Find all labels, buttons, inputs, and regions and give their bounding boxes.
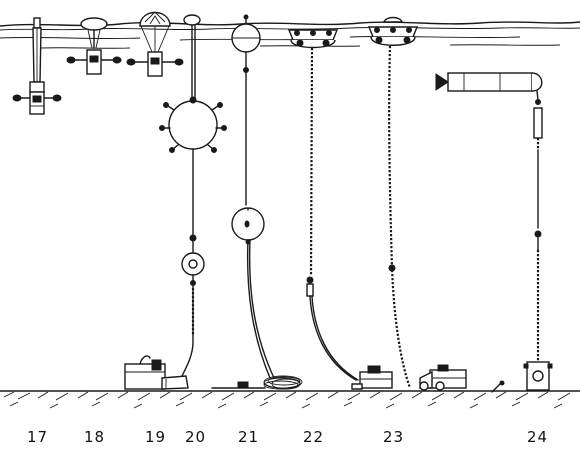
label-22: 22 xyxy=(303,428,325,446)
label-18: 18 xyxy=(84,428,106,446)
sea-floor xyxy=(0,390,580,409)
mine-18 xyxy=(66,17,122,75)
label-17: 17 xyxy=(27,428,49,446)
label-21: 21 xyxy=(238,428,260,446)
label-23: 23 xyxy=(383,428,405,446)
mine-17 xyxy=(12,17,62,115)
label-20: 20 xyxy=(185,428,207,446)
label-19: 19 xyxy=(145,428,167,446)
mine-24 xyxy=(435,72,553,393)
label-24: 24 xyxy=(527,428,549,446)
mine-21 xyxy=(211,14,303,390)
mine-20 xyxy=(124,14,227,390)
mine-19 xyxy=(126,11,184,77)
mine-23 xyxy=(367,16,467,391)
mine-22 xyxy=(287,29,393,390)
